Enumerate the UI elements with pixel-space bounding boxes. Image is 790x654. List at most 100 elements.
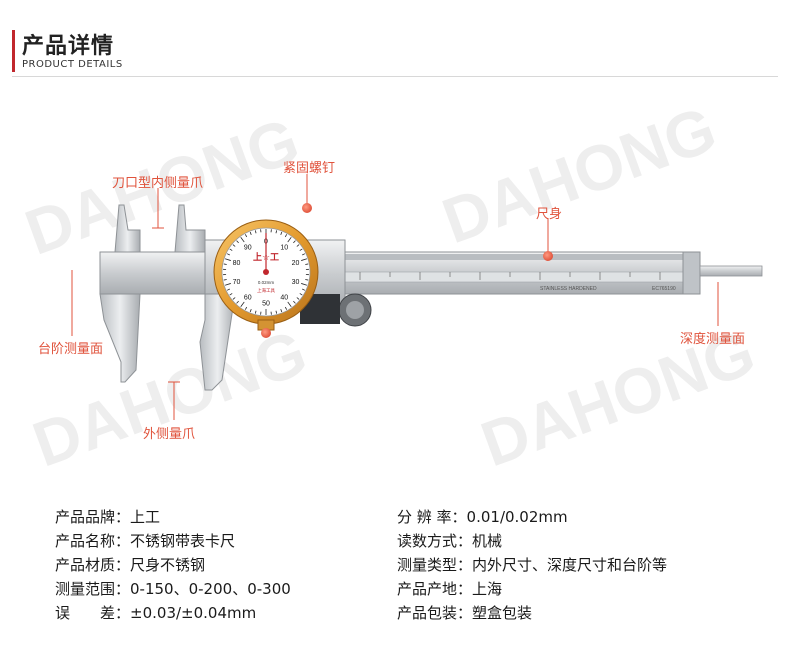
watermark-text: DAHONG	[433, 92, 725, 257]
callout-ruler-body: 尺身	[536, 207, 563, 222]
dial-tick	[287, 301, 292, 308]
dial-unit: 0.02mm	[258, 280, 275, 285]
dial-number: 50	[262, 301, 270, 308]
marker-dot-screw	[302, 203, 312, 213]
spec-label: 产品品牌：	[55, 508, 131, 526]
title-accent-bar	[12, 30, 15, 72]
spec-value: 内外尺寸、深度尺寸和台阶等	[472, 556, 668, 574]
dial-tick	[305, 263, 309, 265]
caliper-beam-end	[682, 251, 701, 295]
spec-row: 产品材质：尺身不锈钢	[55, 554, 205, 575]
dial-tick	[305, 279, 309, 281]
spec-row: 误 差：±0.03/±0.04mm	[55, 602, 256, 623]
caliper-rack	[320, 254, 690, 260]
dial-tick	[254, 310, 257, 314]
callout-step-face: 台阶测量面	[38, 342, 104, 357]
dial-tick	[223, 279, 227, 281]
dial-tick	[240, 236, 245, 243]
spec-row: 产品包装：塑盒包装	[397, 602, 532, 623]
scale-serial-text: EC765190	[652, 286, 676, 292]
dial-number: 40	[280, 295, 288, 302]
dial-tick	[296, 244, 300, 247]
spec-row: 读数方式：机械	[397, 530, 502, 551]
marker-dot-knob	[261, 328, 271, 338]
dial-tick	[284, 306, 288, 310]
dial-tick	[226, 253, 230, 256]
dial-tick	[301, 283, 308, 286]
dial-tick	[244, 234, 248, 238]
dial-tick	[293, 240, 296, 244]
spec-row: 产品名称：不锈钢带表卡尺	[55, 530, 235, 551]
spec-label: 产品产地：	[397, 580, 473, 598]
spec-value: 0.01/0.02mm	[466, 508, 568, 526]
dial-tick	[232, 297, 236, 300]
dial-tick	[284, 234, 288, 238]
spec-label: 产品材质：	[55, 556, 131, 574]
fixed-jaw-upper	[114, 204, 141, 253]
dial-tick	[240, 301, 245, 308]
section-subtitle: PRODUCT DETAILS	[22, 59, 123, 70]
dial-maker: 上海工具	[257, 287, 275, 294]
dial-tick	[224, 283, 231, 286]
spec-value: 不锈钢带表卡尺	[130, 532, 236, 550]
dial-tick	[244, 306, 248, 310]
dial-tick	[301, 258, 308, 261]
spec-row: 测量范围：0-150、0-200、0-300	[55, 578, 291, 599]
moving-jaw-upper	[174, 204, 206, 253]
callout-lines	[71, 174, 719, 420]
dial-tick	[296, 297, 300, 300]
dial-tick	[299, 248, 303, 251]
spec-value: 上海	[472, 580, 503, 598]
callout-outer-jaw: 外侧量爪	[143, 427, 196, 442]
spec-value: 上工	[130, 508, 161, 526]
dial-tick	[229, 293, 233, 296]
spec-value: ±0.03/±0.04mm	[130, 604, 257, 622]
dial-tick	[226, 288, 230, 291]
section-title: 产品详情	[22, 34, 115, 59]
section-header: 产品详情 PRODUCT DETAILS	[0, 0, 790, 80]
spec-label: 分 辨 率：	[397, 508, 467, 526]
title-divider	[12, 76, 778, 77]
fixed-jaw-lower	[99, 293, 141, 383]
dial-tick	[249, 309, 252, 313]
dial-tick	[236, 300, 239, 304]
dial-number: 60	[244, 295, 252, 302]
spec-value: 0-150、0-200、0-300	[130, 580, 291, 598]
dial-number: 20	[292, 260, 300, 267]
dial-tick	[280, 309, 283, 313]
spec-value: 塑盒包装	[472, 604, 533, 622]
spec-row: 测量类型：内外尺寸、深度尺寸和台阶等	[397, 554, 667, 575]
dial-tick	[299, 293, 303, 296]
dial-tick	[223, 263, 227, 265]
spec-table: 产品品牌：上工产品名称：不锈钢带表卡尺产品材质：尺身不锈钢测量范围：0-150、…	[0, 500, 790, 640]
caliper-illustration: DAHONG DAHONG DAHONG DAHONG STAINLESS HA…	[16, 92, 764, 480]
dial-tick	[280, 231, 283, 235]
spec-label: 测量类型：	[397, 556, 473, 574]
spec-label: 读数方式：	[397, 532, 473, 550]
dial-tick	[254, 230, 257, 234]
callout-knife-jaw: 刀口型内侧量爪	[112, 176, 204, 191]
dial-tick	[275, 230, 278, 234]
spec-value: 机械	[472, 532, 503, 550]
dial-tick	[302, 253, 306, 256]
dial-tick	[224, 258, 231, 261]
dial-number: 70	[233, 279, 241, 286]
dial-tick	[302, 288, 306, 291]
spec-label: 产品包装：	[397, 604, 473, 622]
dial-tick	[249, 231, 252, 235]
dial-number: 30	[292, 279, 300, 286]
scale-stainless-text: STAINLESS HARDENED	[540, 286, 597, 292]
callout-depth-face: 深度测量面	[680, 332, 746, 347]
depth-rod	[699, 265, 763, 277]
dial-tick	[232, 244, 236, 247]
spec-row: 分 辨 率：0.01/0.02mm	[397, 506, 568, 527]
dial-tick	[229, 248, 233, 251]
dial-tick	[293, 300, 296, 304]
dial-ticks	[223, 229, 309, 315]
callout-locking-screw: 紧固螺钉	[283, 161, 336, 176]
spec-value: 尺身不锈钢	[130, 556, 206, 574]
dial-tick	[275, 310, 278, 314]
spec-label: 误 差：	[55, 604, 131, 622]
dial-tick	[287, 236, 292, 243]
spec-label: 产品名称：	[55, 532, 131, 550]
